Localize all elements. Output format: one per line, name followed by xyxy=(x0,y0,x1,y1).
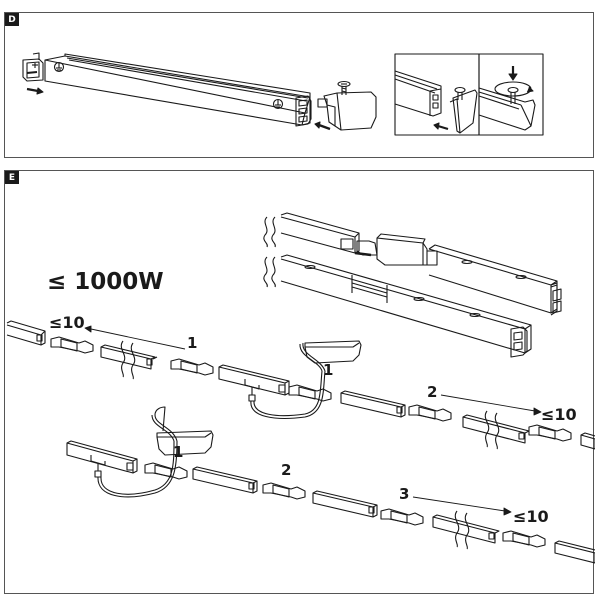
panel-d-illustration xyxy=(22,52,544,136)
chain-row-2 xyxy=(66,406,595,564)
step-3-label: 3 xyxy=(399,485,410,503)
max-count-row1-label: ≤10 xyxy=(541,405,577,424)
panel-e-badge: E xyxy=(5,171,19,184)
max-count-row2-label: ≤10 xyxy=(513,507,549,526)
panel-d-badge: D xyxy=(5,13,19,26)
step-2-label: 2 xyxy=(427,383,438,401)
arrow-right-icon xyxy=(26,87,44,95)
detail-box-insert xyxy=(394,53,480,136)
step-1-label: 1 xyxy=(173,443,184,461)
arrow-left-icon xyxy=(314,121,331,131)
left-end-feed-icon xyxy=(22,52,44,82)
track-rail xyxy=(44,53,312,127)
track-rail-upper-long xyxy=(428,244,562,316)
detail-box-screw xyxy=(478,53,544,136)
screw-icon xyxy=(337,80,351,95)
track-rail-lower xyxy=(280,254,532,358)
end-cap-icon xyxy=(317,91,377,131)
straight-connector xyxy=(354,233,438,266)
max-count-top-label: ≤10 xyxy=(49,313,85,332)
max-power-label: ≤ 1000W xyxy=(47,269,164,295)
chain-row-1 xyxy=(6,320,595,450)
step-1-label: 1 xyxy=(187,334,198,352)
track-rail-upper-short xyxy=(280,212,360,254)
panel-d: D xyxy=(4,12,594,158)
step-2-label: 2 xyxy=(281,461,292,479)
earth-ground-icon xyxy=(53,61,65,73)
panel-e: E xyxy=(4,170,595,594)
panel-e-illustration xyxy=(6,212,595,564)
earth-ground-icon xyxy=(272,98,284,110)
step-1-label: 1 xyxy=(323,361,334,379)
annotation-arrows xyxy=(84,325,542,516)
break-symbol-icon xyxy=(263,216,276,288)
